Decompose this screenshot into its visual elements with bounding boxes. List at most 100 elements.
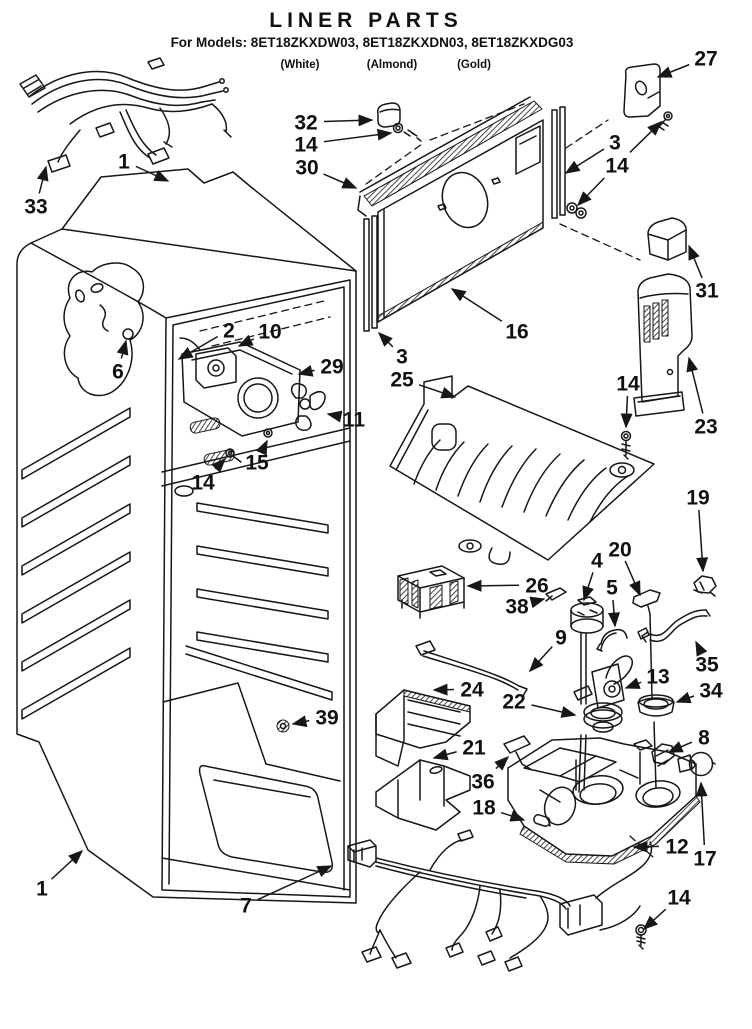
part-callout-22: 22 (502, 691, 525, 714)
finish-gold: (Gold) (457, 59, 491, 71)
callout-leader (177, 335, 219, 360)
finish-almond: (Almond) (366, 59, 418, 71)
part-callout-10: 10 (258, 321, 281, 344)
callout-leader (675, 691, 695, 704)
part-callout-34: 34 (699, 680, 723, 703)
callout-leader (323, 128, 393, 143)
callout-leader (257, 865, 333, 901)
part-callout-25: 25 (390, 369, 414, 392)
part-callout-21: 21 (462, 737, 486, 760)
callout-leader (667, 741, 693, 753)
part-callout-1: 1 (36, 878, 48, 901)
callout-leader (642, 908, 667, 931)
bracket-group-drawing (573, 575, 717, 789)
callout-leader (500, 810, 526, 822)
callout-leader (297, 364, 315, 377)
callout-leader (564, 148, 605, 174)
callout-leader (323, 173, 358, 189)
module-26-drawing (397, 565, 567, 619)
callout-leader (629, 120, 663, 153)
side-duct-6-drawing (63, 262, 145, 397)
callout-leader (688, 244, 703, 279)
part-callout-17: 17 (693, 848, 716, 871)
callout-leader (686, 356, 704, 414)
part-callout-9: 9 (555, 627, 567, 650)
callout-leader (620, 395, 633, 429)
part-callout-13: 13 (646, 666, 669, 689)
part-callout-14: 14 (191, 472, 215, 495)
callout-leader (36, 165, 49, 194)
part-callout-14: 14 (605, 155, 629, 178)
part-callout-14: 14 (667, 887, 691, 910)
part-callout-5: 5 (606, 577, 618, 600)
part-callout-3: 3 (396, 346, 408, 369)
tube-9-drawing (415, 640, 528, 697)
callout-leader (51, 849, 84, 880)
part-callout-7: 7 (240, 895, 252, 918)
callout-leader (656, 63, 690, 78)
grommet-39-drawing (276, 719, 290, 733)
part-callout-6: 6 (112, 361, 124, 384)
callout-leader (528, 646, 553, 673)
callout-leader (291, 715, 310, 728)
callout-leader (531, 704, 577, 718)
part-callout-18: 18 (472, 797, 496, 820)
fan-assembly-drawing (179, 337, 326, 466)
part-callout-33: 33 (24, 196, 47, 219)
callout-leader (466, 579, 520, 592)
part-callout-30: 30 (295, 157, 318, 180)
callout-leader (529, 596, 546, 609)
callout-leader (135, 165, 170, 182)
liner-cabinet-drawing (16, 168, 357, 904)
part-callout-1: 1 (118, 151, 130, 174)
part-callout-23: 23 (694, 416, 717, 439)
part-callout-26: 26 (525, 575, 548, 598)
callout-leader (450, 288, 503, 322)
callout-leader (607, 599, 620, 628)
part-callout-32: 32 (294, 112, 317, 135)
part-callout-35: 35 (695, 654, 719, 677)
callout-leader (323, 114, 374, 127)
alignment-dashes (199, 103, 655, 859)
callout-leader (695, 640, 708, 657)
callout-leader (418, 384, 457, 399)
part-callout-38: 38 (505, 596, 529, 619)
callout-leader (432, 683, 455, 696)
part-callout-16: 16 (505, 321, 528, 344)
part-callout-12: 12 (665, 836, 688, 859)
callout-leader (326, 410, 343, 423)
part-callout-24: 24 (460, 679, 484, 702)
part-callout-2: 2 (223, 320, 235, 343)
callout-leader (632, 840, 660, 853)
diagram-header: LINER PARTS For Models: 8ET18ZKXDW03, 8E… (0, 0, 752, 50)
duct-24-drawing (375, 689, 471, 767)
finish-white: (White) (280, 59, 320, 71)
part-callout-14: 14 (616, 373, 640, 396)
part-callout-14: 14 (294, 134, 318, 157)
callout-leader (377, 331, 394, 348)
part-callout-36: 36 (471, 771, 494, 794)
models-line: For Models: 8ET18ZKXDW03, 8ET18ZKXDN03, … (170, 35, 574, 50)
part-callout-8: 8 (698, 727, 710, 750)
page-title: LINER PARTS (269, 9, 463, 32)
wire-harness-7-drawing (347, 829, 653, 972)
back-panel-16-drawing (357, 63, 673, 332)
callout-leader (494, 755, 510, 771)
callout-leader (255, 439, 268, 456)
part-callout-39: 39 (315, 707, 338, 730)
part-callout-4: 4 (591, 550, 603, 573)
callout-leader (624, 677, 642, 689)
vented-shelf-25-drawing (389, 375, 655, 565)
callout-leader (582, 572, 594, 602)
part-callout-27: 27 (694, 48, 717, 71)
part-callout-29: 29 (320, 356, 343, 379)
air-tower-drawing (620, 217, 693, 460)
callout-leader (696, 509, 709, 573)
part-callout-11: 11 (343, 409, 366, 432)
callout-leader (576, 177, 605, 207)
callout-leader (211, 457, 227, 473)
part-callout-20: 20 (608, 539, 631, 562)
